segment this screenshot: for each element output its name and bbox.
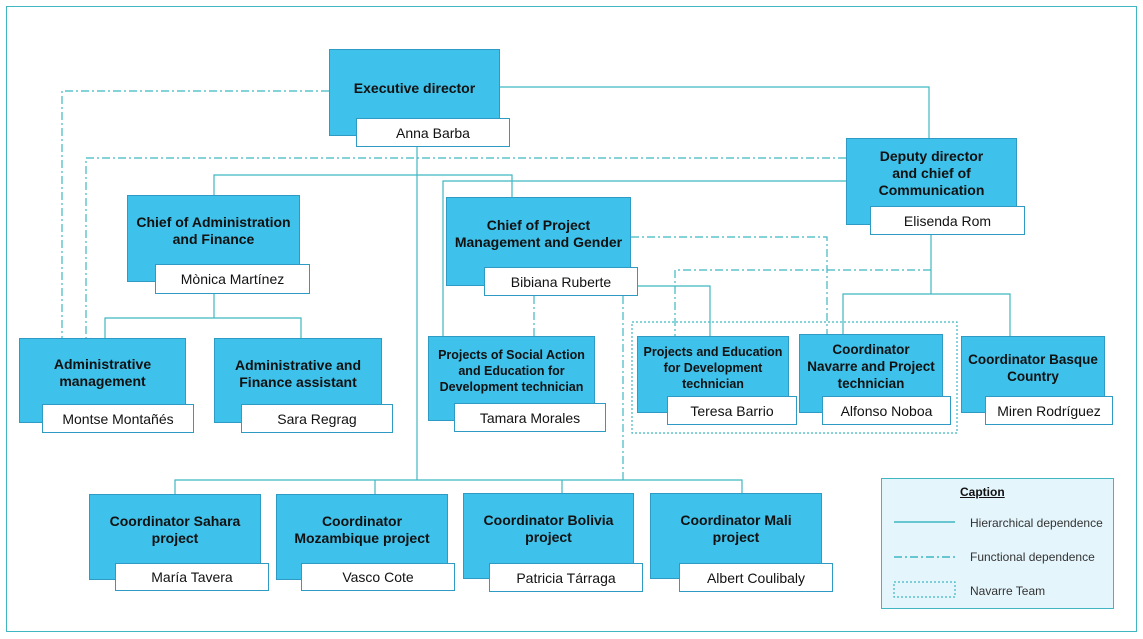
chief-admin-finance-name: Mònica Martínez	[155, 264, 310, 294]
hierarchical-connectors	[104, 86, 1011, 494]
caption-legend: Caption Hierarchical dependence Function…	[881, 478, 1114, 609]
link-exec-deputy	[500, 86, 930, 139]
link-deputy-navarre-basque	[842, 235, 1011, 336]
coordinator-bolivia-title: Coordinator Bolivia project	[483, 512, 614, 545]
navarre-team-boundary	[631, 321, 958, 434]
admin-finance-assistant-title: Administrative and Finance assistant	[234, 357, 362, 390]
administrative-management-title: Administrative management	[53, 356, 152, 389]
func-deputy-education	[674, 269, 931, 336]
coordinator-mali-name: Albert Coulibaly	[679, 563, 833, 592]
coordinator-mozambique-title: Coordinator Mozambique project	[294, 513, 430, 546]
administrative-management-name: Montse Montañés	[42, 404, 194, 433]
link-deputy-social-action	[442, 180, 846, 336]
executive-director-title: Executive director	[353, 80, 476, 96]
link-exec-chiefs	[213, 174, 513, 197]
deputy-director-title: Deputy director and chief of Communicati…	[878, 148, 985, 198]
admin-finance-assistant-name: Sara Regrag	[241, 404, 393, 433]
projects-education-name: Teresa Barrio	[667, 396, 797, 425]
legend-functional-label: Functional dependence	[970, 550, 1095, 564]
projects-education-title: Projects and Education for Development t…	[643, 345, 783, 391]
link-chief-admin-children	[104, 294, 302, 338]
coordinator-bolivia-name: Patricia Tárraga	[489, 563, 643, 592]
link-exec-coordinators	[174, 479, 743, 494]
chief-project-management-title: Chief of Project Management and Gender	[454, 217, 623, 250]
coordinator-sahara-name: María Tavera	[115, 563, 269, 591]
deputy-director-name: Elisenda Rom	[870, 206, 1025, 235]
coordinator-basque-title: Coordinator Basque Country	[968, 352, 1098, 384]
link-chief-pm-education	[637, 285, 711, 336]
func-chief-pm-navarre	[631, 236, 828, 334]
functional-connectors	[61, 90, 931, 480]
executive-director-name: Anna Barba	[356, 118, 510, 147]
legend-dotted-box	[893, 581, 956, 598]
coordinator-navarre-name: Alfonso Noboa	[822, 396, 951, 425]
coordinator-navarre-title: Coordinator Navarre and Project technici…	[807, 342, 935, 391]
func-exec-admin-mgmt	[61, 90, 329, 338]
func-deputy-admin-mgmt	[85, 157, 846, 338]
projects-social-action-title: Projects of Social Action and Education …	[438, 348, 585, 394]
legend-navarre-label: Navarre Team	[970, 584, 1046, 598]
caption-title: Caption	[960, 485, 1005, 499]
legend-hierarchical-label: Hierarchical dependence	[970, 516, 1103, 530]
coordinator-mozambique-name: Vasco Cote	[301, 563, 455, 591]
coordinator-mali-title: Coordinator Mali project	[680, 512, 792, 545]
projects-social-action-name: Tamara Morales	[454, 403, 606, 432]
chief-project-management-name: Bibiana Ruberte	[484, 267, 638, 296]
caption-swatches	[893, 521, 956, 598]
coordinator-sahara-title: Coordinator Sahara project	[109, 513, 241, 546]
chief-admin-finance-title: Chief of Administration and Finance	[136, 214, 291, 247]
diagram-frame	[6, 6, 1137, 632]
coordinator-basque-name: Miren Rodríguez	[985, 396, 1113, 425]
